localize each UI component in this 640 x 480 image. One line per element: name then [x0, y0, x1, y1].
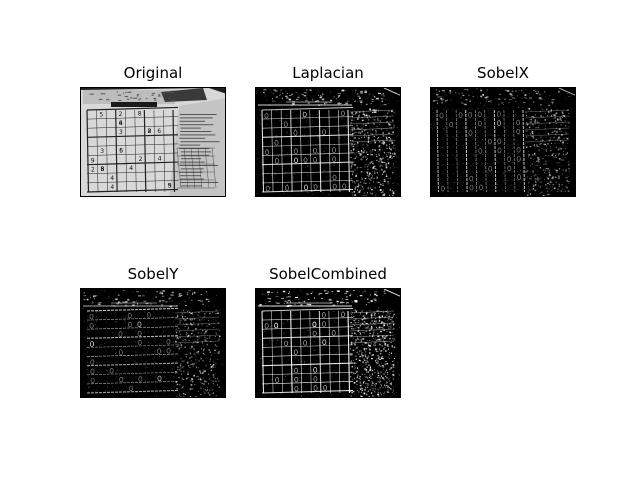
svg-text:8: 8 [101, 166, 105, 173]
sobely-edge-image [81, 289, 225, 397]
panel-title-laplacian: Laplacian [292, 64, 364, 82]
svg-text:4: 4 [158, 155, 162, 162]
svg-text:4: 4 [129, 165, 133, 172]
panel-image-sobely [80, 288, 226, 398]
sobelx-edge-image [431, 88, 575, 196]
svg-text:5: 5 [119, 147, 123, 154]
svg-text:9: 9 [168, 182, 172, 189]
svg-text:4: 4 [119, 120, 123, 127]
svg-text:8: 8 [148, 128, 152, 135]
svg-text:3: 3 [119, 129, 123, 136]
panel-title-sobelcombined: SobelCombined [269, 265, 387, 283]
svg-text:2: 2 [148, 128, 152, 135]
panel-image-sobelx [430, 87, 576, 197]
svg-text:8: 8 [101, 166, 105, 173]
svg-text:6: 6 [119, 147, 123, 154]
panel-title-sobelx: SobelX [477, 64, 529, 82]
svg-text:4: 4 [110, 175, 114, 182]
svg-text:4: 4 [110, 184, 114, 191]
svg-text:3: 3 [100, 148, 104, 155]
svg-text:2: 2 [91, 166, 95, 173]
svg-text:5: 5 [101, 166, 105, 173]
svg-text:5: 5 [168, 182, 172, 189]
laplacian-edge-image [256, 88, 400, 196]
svg-text:2: 2 [119, 111, 123, 118]
panel-title-sobely: SobelY [127, 265, 179, 283]
svg-text:9: 9 [91, 157, 95, 164]
svg-text:8: 8 [138, 110, 142, 117]
svg-text:5: 5 [100, 111, 104, 118]
panel-image-laplacian [255, 87, 401, 197]
svg-text:6: 6 [157, 128, 161, 135]
panel-image-sobelcombined [255, 288, 401, 398]
svg-text:6: 6 [119, 120, 123, 127]
svg-text:2: 2 [139, 156, 143, 163]
panel-title-original: Original [123, 64, 183, 82]
sobelcombined-edge-image [256, 289, 400, 397]
